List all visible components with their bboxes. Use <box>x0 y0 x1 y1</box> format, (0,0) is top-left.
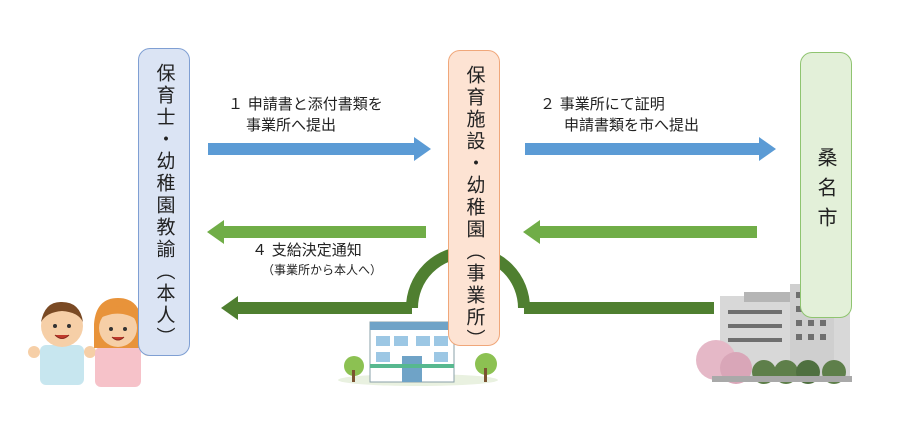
city-label: 桑名市 <box>814 147 838 237</box>
arrow-notification <box>221 246 714 320</box>
step2-line1: ２ 事業所にて証明 <box>540 95 665 113</box>
step4-label: ４ 支給決定通知 （事業所から本人へ） <box>252 240 382 279</box>
step1-line1: １ 申請書と添付書類を <box>228 95 383 113</box>
arrow-city-to-facility <box>523 220 757 244</box>
city-box: 桑名市 <box>800 52 852 318</box>
step1-line2: 事業所へ提出 <box>246 116 337 134</box>
worker-label: 保育士・幼稚園教諭（本人） <box>153 63 176 349</box>
step2-label: ２ 事業所にて証明 申請書類を市へ提出 <box>540 94 699 136</box>
step1-label: １ 申請書と添付書類を 事業所へ提出 <box>228 94 383 136</box>
arrow-step1 <box>208 137 431 161</box>
facility-building-illustration <box>338 321 498 386</box>
step4-line2: （事業所から本人へ） <box>262 263 383 277</box>
arrow-facility-to-worker <box>207 220 426 244</box>
step4-line1: ４ 支給決定通知 <box>252 241 362 259</box>
step2-line2: 申請書類を市へ提出 <box>564 116 700 134</box>
people-illustration <box>28 298 154 387</box>
facility-box: 保育施設・幼稚園（事業所） <box>448 50 500 351</box>
facility-label: 保育施設・幼稚園（事業所） <box>463 65 486 351</box>
worker-box: 保育士・幼稚園教諭（本人） <box>138 48 190 356</box>
man-figure <box>28 301 96 385</box>
arrow-step2 <box>525 137 776 161</box>
